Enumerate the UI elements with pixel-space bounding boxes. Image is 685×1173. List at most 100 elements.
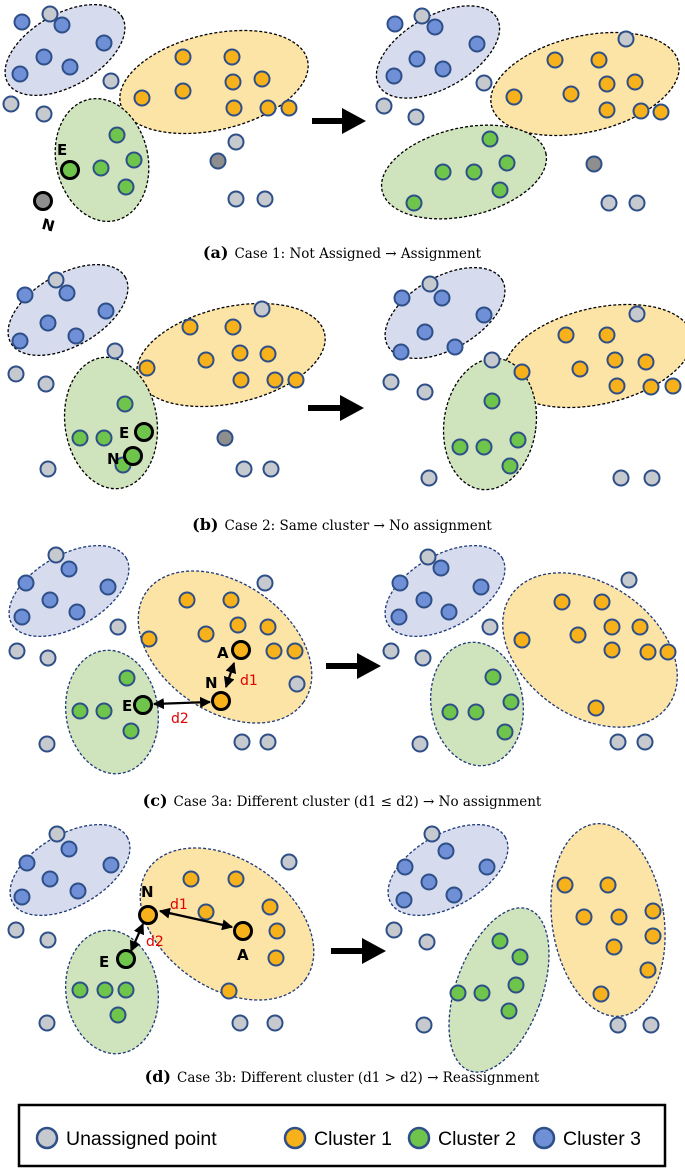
cluster3-point [434, 60, 452, 78]
cluster2-point [500, 1002, 518, 1020]
cluster1-point [626, 73, 644, 91]
cluster1-point [546, 51, 564, 69]
cluster2-point [116, 395, 134, 413]
unassigned-point [35, 105, 53, 123]
cluster1-point [632, 102, 650, 120]
unassigned-point [253, 300, 271, 318]
cluster1-point [553, 593, 571, 611]
cluster1-region [119, 29, 309, 135]
legend-label-cluster1: Cluster 1 [314, 1128, 392, 1150]
point-e [134, 422, 154, 442]
cluster2-region [448, 907, 550, 1073]
unassigned-point [38, 1014, 56, 1032]
cluster1-point [222, 591, 240, 609]
unassigned-point [235, 460, 253, 478]
unassigned-point [385, 921, 403, 939]
cluster1-point [133, 89, 151, 107]
unassigned-point [411, 735, 429, 753]
cluster3-point [18, 854, 36, 872]
cluster3-point [68, 603, 86, 621]
cluster1-point [259, 345, 277, 363]
unassigned-point [617, 30, 635, 48]
label-e: E [122, 697, 132, 715]
cluster3-point [391, 574, 409, 592]
transition-arrowhead-d [362, 938, 386, 964]
unassigned-point [288, 675, 306, 693]
label-a: A [237, 946, 249, 964]
unassigned-point [413, 7, 431, 25]
cluster3-point [11, 332, 29, 350]
cluster3-point [102, 856, 120, 874]
cluster3-point [416, 323, 434, 341]
unassigned-point [636, 733, 654, 751]
cluster1-point [569, 626, 587, 644]
cluster2-point [95, 429, 113, 447]
cluster2-point [465, 163, 483, 181]
point-e [60, 160, 80, 180]
label-e: E [119, 424, 129, 442]
unassigned-point [8, 642, 26, 660]
unassigned-point [39, 649, 57, 667]
cluster1-point [140, 630, 158, 648]
label-e: E [57, 141, 67, 159]
label-n: N [107, 450, 120, 468]
cluster1-point [639, 643, 657, 661]
point-a [231, 640, 251, 660]
unassigned-point [266, 1014, 284, 1032]
cluster1-point [197, 903, 215, 921]
distance-d2-arrow [152, 696, 212, 710]
cluster1-point [639, 961, 657, 979]
cluster1-point [637, 353, 655, 371]
unassigned-point [609, 733, 627, 751]
cluster3-point [426, 18, 444, 36]
unassigned-point [475, 74, 493, 92]
unassigned-point [414, 649, 432, 667]
cluster3-point [393, 289, 411, 307]
cluster2-point [71, 429, 89, 447]
cluster2-point [511, 948, 529, 966]
cluster3-point [53, 16, 71, 34]
label-e: E [99, 953, 109, 971]
label-n: N [141, 883, 154, 901]
cluster1-point [664, 377, 682, 395]
distance-d1-arrow [223, 661, 237, 689]
unassigned-point [642, 1016, 660, 1034]
cluster2-point [451, 438, 469, 456]
cluster3-point [478, 858, 496, 876]
cluster1-point [598, 101, 616, 119]
unassigned-point [7, 365, 25, 383]
cluster1-point [598, 75, 616, 93]
caption-d: (d)Case 3b: Different cluster (d1 > d2) … [145, 1067, 540, 1086]
cluster3-point [61, 58, 79, 76]
cluster3-point [58, 284, 76, 302]
cluster2-point [95, 702, 113, 720]
caption-c: (c)Case 3a: Different cluster (d1 ≤ d2) … [143, 791, 542, 810]
cluster1-point [182, 870, 200, 888]
unassigned-point [47, 271, 65, 289]
cluster3-point [99, 578, 117, 596]
cluster2-point [509, 431, 527, 449]
cluster2-point [481, 130, 499, 148]
unassigned-point [233, 733, 251, 751]
cluster1-point [178, 591, 196, 609]
cluster1-point [268, 922, 286, 940]
cluster2-point [109, 1006, 127, 1024]
cluster2-point [449, 984, 467, 1002]
unassigned-point [39, 460, 57, 478]
unassigned-point [37, 375, 55, 393]
cluster1-point [513, 631, 531, 649]
cluster2-point [467, 703, 485, 721]
cluster3-region [384, 544, 506, 638]
cluster3-point [472, 578, 490, 596]
unassigned-point [481, 618, 499, 636]
cluster3-point [39, 314, 57, 332]
unassigned-point [415, 1016, 433, 1034]
panel-d: N A E d1 d2 (d)Case 3b: Different cluste… [7, 822, 666, 1086]
cluster1-point [556, 876, 574, 894]
cluster3-point [17, 574, 35, 592]
unassigned-point [600, 194, 618, 212]
cluster1-point [286, 642, 304, 660]
cluster3-point [475, 306, 493, 324]
cluster2-point [71, 702, 89, 720]
